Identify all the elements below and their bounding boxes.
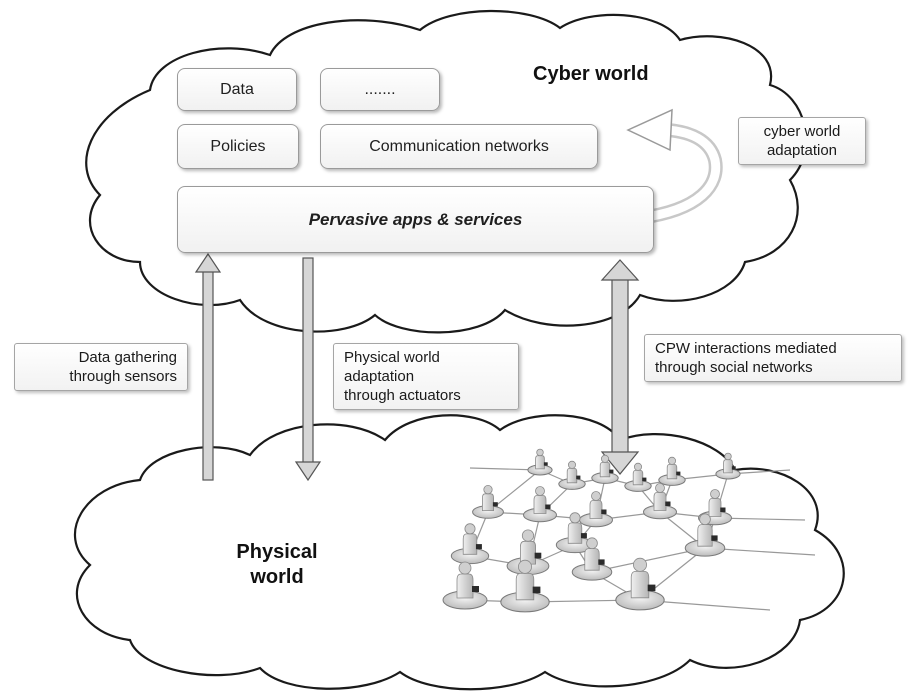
data-gathering-label: Data gathering through sensors bbox=[14, 343, 188, 391]
network-link bbox=[591, 547, 706, 573]
pervasive-services-label: Pervasive apps & services bbox=[308, 209, 523, 229]
cpw-interactions-label: CPW interactions mediated through social… bbox=[644, 334, 902, 382]
data-gathering-line-1: Data gathering bbox=[78, 349, 177, 366]
ellipsis-box-label: ....... bbox=[364, 80, 396, 98]
physical-adaptation-line-1: Physical world bbox=[344, 349, 440, 366]
person-figure bbox=[715, 452, 741, 480]
policies-box: Policies bbox=[177, 124, 299, 169]
cyber-world-title: Cyber world bbox=[533, 62, 649, 87]
person-figure bbox=[442, 561, 488, 610]
data-gathering-line-2: through sensors bbox=[69, 368, 177, 385]
cyber-world-cloud bbox=[85, 9, 808, 334]
physical-adaptation-line-3: through actuators bbox=[344, 387, 461, 404]
cyber-adaptation-line-2: adaptation bbox=[766, 142, 838, 159]
cpw-interactions-arrow bbox=[600, 259, 640, 475]
policies-box-label: Policies bbox=[210, 137, 266, 155]
person-figure bbox=[523, 486, 557, 523]
data-box: Data bbox=[177, 68, 297, 111]
person-figure bbox=[658, 456, 686, 486]
person-figure bbox=[624, 462, 652, 492]
person-figure bbox=[500, 559, 550, 613]
adaptation-arrow-icon bbox=[626, 108, 723, 225]
data-box-label: Data bbox=[220, 80, 254, 98]
ellipsis-box: ....... bbox=[320, 68, 440, 111]
cyber-adaptation-line-1: cyber world bbox=[763, 123, 841, 140]
person-figure bbox=[591, 454, 619, 484]
person-figure bbox=[472, 484, 504, 519]
person-figure bbox=[558, 460, 586, 490]
cyber-world-adaptation-label: cyber world adaptation bbox=[738, 117, 866, 165]
social-network-people-icon bbox=[442, 448, 816, 613]
physical-adaptation-line-2: adaptation bbox=[344, 368, 415, 385]
physical-world-title-line-1: Physical bbox=[236, 541, 318, 563]
physical-world-title-line-2: world bbox=[250, 566, 304, 588]
cpw-interactions-line-1: CPW interactions mediated bbox=[655, 340, 837, 357]
person-figure bbox=[615, 557, 665, 611]
actuators-arrow bbox=[294, 257, 322, 482]
cpw-interactions-line-2: through social networks bbox=[655, 359, 813, 376]
person-figure bbox=[571, 537, 613, 581]
data-gathering-arrow bbox=[194, 252, 222, 481]
physical-adaptation-label: Physical world adaptation through actuat… bbox=[333, 343, 519, 410]
person-figure bbox=[684, 513, 726, 557]
physical-world-title: Physical world bbox=[212, 540, 342, 590]
communication-networks-box: Communication networks bbox=[320, 124, 598, 169]
person-figure bbox=[643, 483, 677, 520]
person-figure bbox=[527, 448, 553, 476]
communication-networks-label: Communication networks bbox=[369, 137, 549, 155]
pervasive-services-box: Pervasive apps & services bbox=[177, 186, 654, 253]
person-figure bbox=[450, 523, 490, 565]
cyber-world-title-text: Cyber world bbox=[533, 63, 649, 85]
